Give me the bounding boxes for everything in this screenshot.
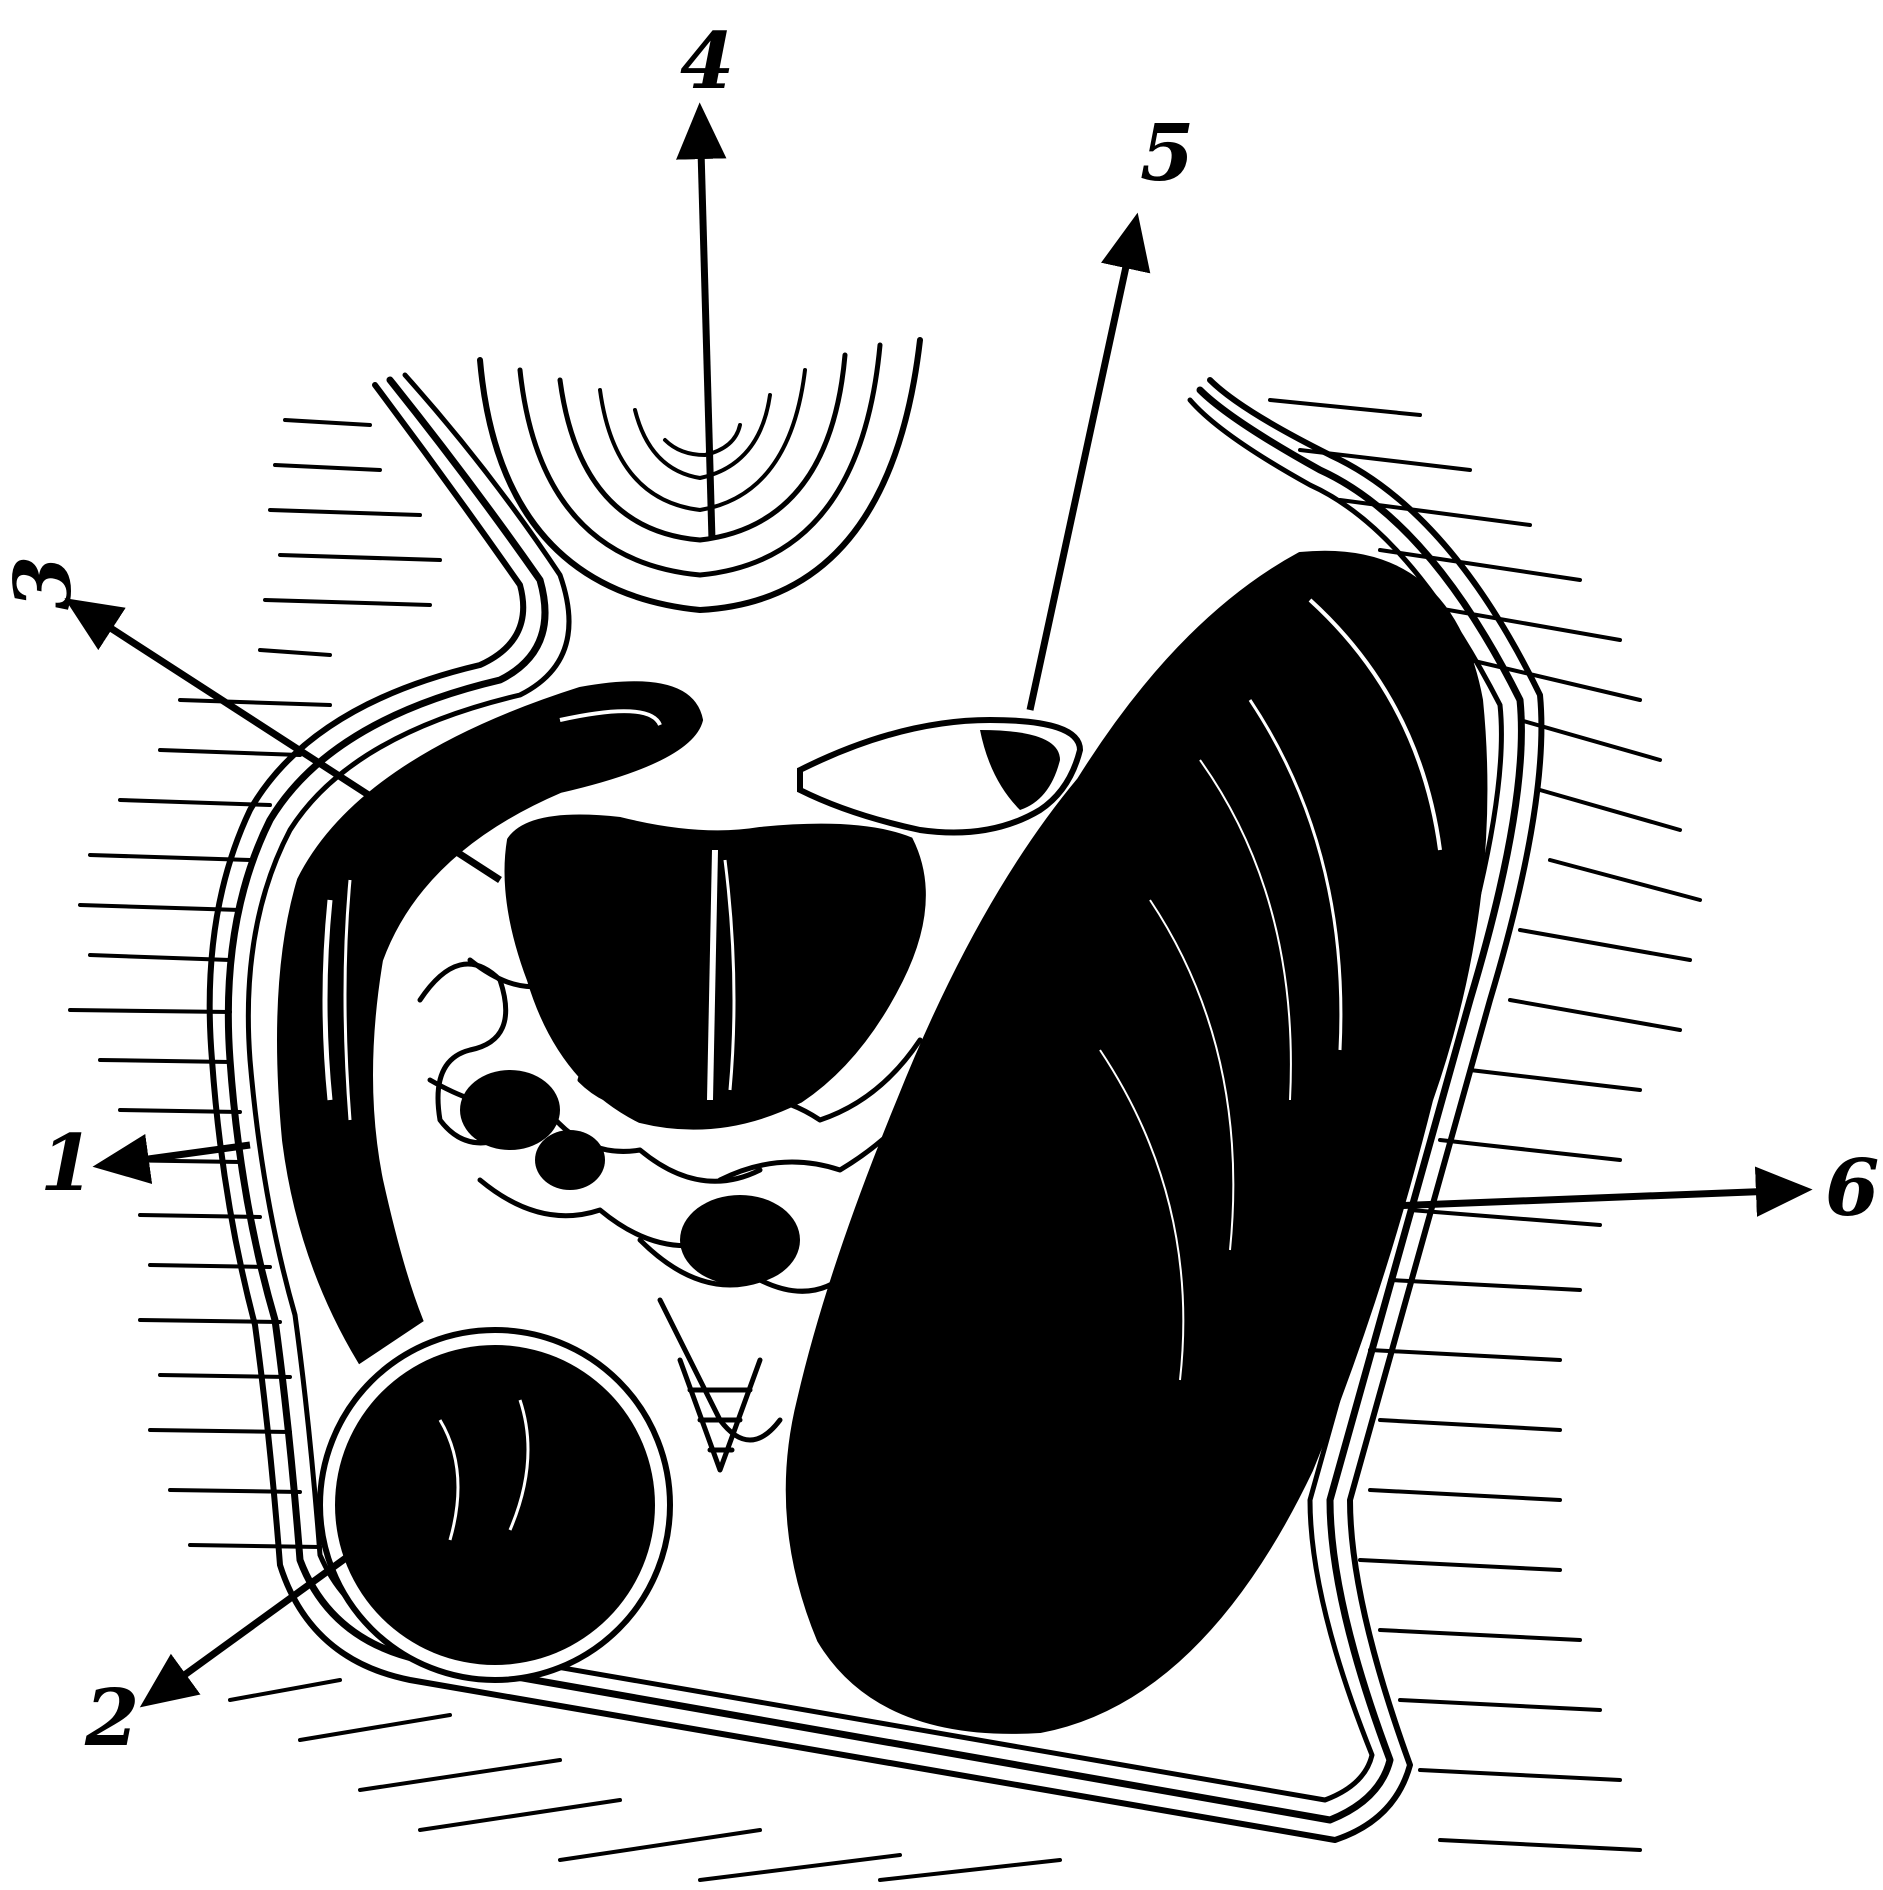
label-3: 3	[0, 556, 89, 610]
label-2: 2	[84, 1673, 139, 1764]
arrow-2	[150, 1555, 350, 1700]
superior-bowl-structure	[480, 340, 920, 610]
arrow-5	[1030, 225, 1135, 710]
label-4: 4	[680, 16, 734, 107]
right-large-organ	[789, 554, 1485, 1731]
label-5: 5	[1140, 108, 1194, 199]
central-organ	[508, 818, 923, 1127]
lower-left-sphere	[320, 1330, 670, 1680]
label-1: 1	[40, 1118, 94, 1209]
label-6: 6	[1825, 1143, 1879, 1234]
upper-flap	[800, 720, 1080, 833]
